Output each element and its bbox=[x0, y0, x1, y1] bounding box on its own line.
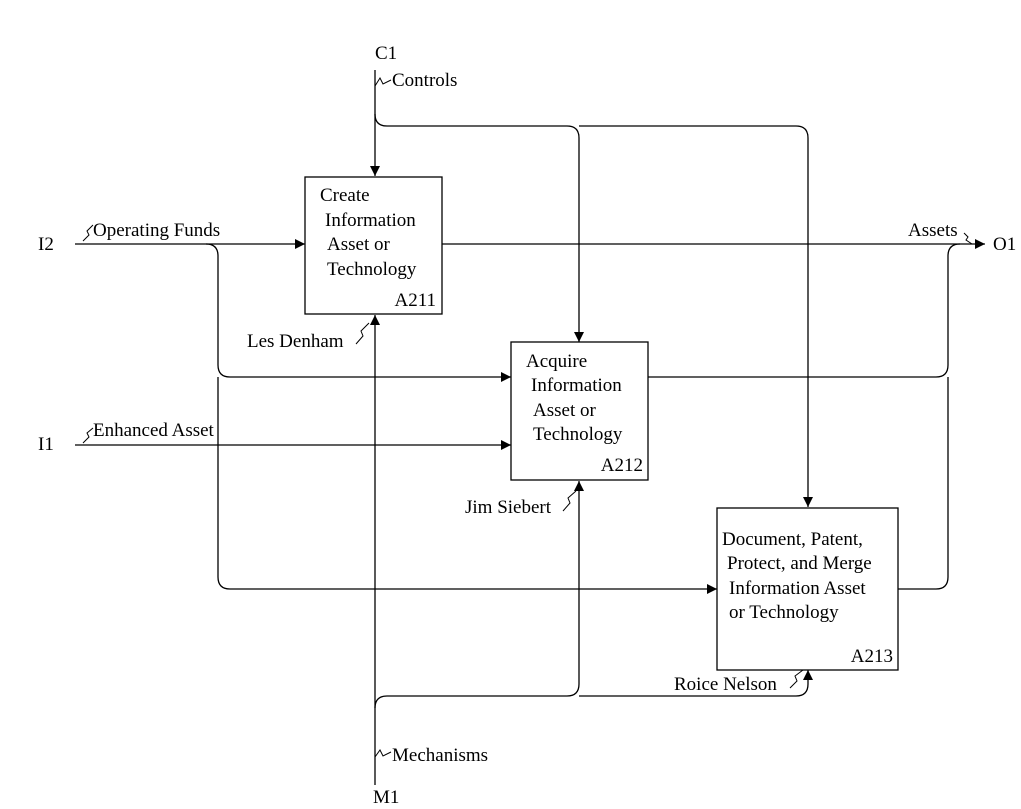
box-a212-line-2: Information bbox=[531, 375, 622, 396]
controls-label: Controls bbox=[392, 70, 457, 91]
box-a212-line-1: Acquire bbox=[526, 351, 587, 372]
box-a211-line-2: Information bbox=[325, 210, 416, 231]
mechanism-arrows bbox=[370, 315, 813, 785]
box-a213-line-1: Document, Patent, bbox=[722, 529, 863, 550]
boundary-c1-label: C1 bbox=[375, 43, 397, 64]
boundary-o1-label: O1 bbox=[993, 234, 1016, 255]
box-a211[interactable]: Create Information Asset or Technology A… bbox=[304, 176, 443, 315]
boundary-i2-label: I2 bbox=[38, 234, 54, 255]
box-a211-id: A211 bbox=[394, 290, 436, 311]
enhanced-asset-label: Enhanced Asset bbox=[93, 420, 215, 441]
box-a212-id: A212 bbox=[601, 455, 643, 476]
box-a211-line-4: Technology bbox=[327, 259, 417, 280]
boundary-m1-label: M1 bbox=[373, 787, 399, 808]
control-arrows bbox=[370, 70, 813, 507]
box-a211-line-3: Asset or bbox=[327, 234, 390, 255]
box-a212-line-3: Asset or bbox=[533, 400, 596, 421]
box-a213-line-4: or Technology bbox=[729, 602, 839, 623]
boundary-i1-label: I1 bbox=[38, 434, 54, 455]
output-arrows bbox=[442, 239, 985, 590]
box-a213[interactable]: Document, Patent, Protect, and Merge Inf… bbox=[716, 507, 899, 671]
les-denham-label: Les Denham bbox=[247, 331, 344, 352]
box-a213-id: A213 bbox=[851, 646, 893, 667]
box-a212[interactable]: Acquire Information Asset or Technology … bbox=[510, 341, 649, 481]
input-arrows bbox=[75, 239, 717, 594]
box-a211-line-1: Create bbox=[320, 185, 370, 206]
assets-label: Assets bbox=[908, 220, 958, 241]
box-a213-line-2: Protect, and Merge bbox=[727, 553, 872, 574]
box-a212-line-4: Technology bbox=[533, 424, 623, 445]
operating-funds-label: Operating Funds bbox=[93, 220, 220, 241]
box-a213-line-3: Information Asset bbox=[729, 578, 866, 599]
mechanisms-label: Mechanisms bbox=[392, 745, 488, 766]
jim-siebert-label: Jim Siebert bbox=[465, 497, 552, 518]
label-squiggles bbox=[82, 76, 973, 758]
roice-nelson-label: Roice Nelson bbox=[674, 674, 777, 695]
